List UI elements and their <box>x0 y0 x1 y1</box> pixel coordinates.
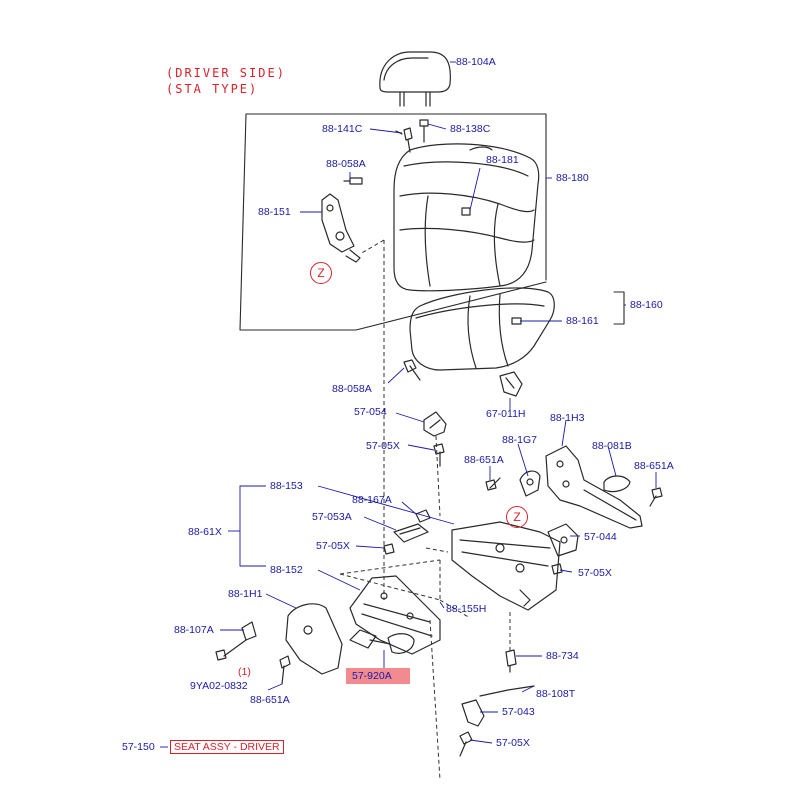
part-label[interactable]: 57-05X <box>366 440 400 452</box>
bolt-734 <box>505 649 517 673</box>
part-label[interactable]: 88-058A <box>332 383 372 395</box>
cover-053a <box>393 523 429 543</box>
part-label[interactable]: 57-054 <box>354 406 387 418</box>
top-bolts <box>395 119 429 153</box>
part-label[interactable]: 88-651A <box>250 694 290 706</box>
part-label[interactable]: 88-167A <box>352 494 392 506</box>
part-label[interactable]: 88-734 <box>546 650 579 662</box>
clip-part <box>499 371 523 397</box>
part-label[interactable]: 88-61X <box>188 526 222 538</box>
part-label[interactable]: 57-043 <box>502 706 535 718</box>
part-label[interactable]: 88-138C <box>450 123 491 135</box>
part-label[interactable]: 57-05X <box>578 567 612 579</box>
cover-043 <box>461 699 485 727</box>
side-panel <box>285 603 343 675</box>
diagram-title-line1: (DRIVER SIDE) <box>166 66 286 80</box>
part-label[interactable]: 67-011H <box>486 408 526 420</box>
knob-081b <box>603 475 631 493</box>
rod-108t <box>479 685 535 697</box>
z-reference-mark: Z <box>310 262 332 284</box>
lower-rail <box>349 575 441 655</box>
bolt-05x-d <box>459 731 473 757</box>
part-label[interactable]: 88-141C <box>322 123 363 135</box>
handle-57-920a <box>349 629 415 654</box>
part-label[interactable]: 88-107A <box>174 624 214 636</box>
part-label[interactable]: 88-108T <box>536 688 576 700</box>
headrest-part <box>379 51 451 107</box>
part-label[interactable]: 88-151 <box>258 206 291 218</box>
part-label[interactable]: 57-044 <box>584 531 617 543</box>
note-marker: (1) <box>238 666 251 678</box>
lever-107a <box>241 621 257 641</box>
part-label[interactable]: 88-104A <box>456 56 496 68</box>
bolt-651a-b <box>649 487 663 507</box>
recliner-part <box>321 177 363 263</box>
part-label[interactable]: 88-161 <box>566 315 599 327</box>
part-label[interactable]: 88-651A <box>464 454 504 466</box>
part-label[interactable]: 88-153 <box>270 480 303 492</box>
part-label[interactable]: 88-651A <box>634 460 674 472</box>
part-label[interactable]: 88-180 <box>556 172 589 184</box>
part-label[interactable]: 88-152 <box>270 564 303 576</box>
z-reference-mark: Z <box>506 506 528 528</box>
part-label[interactable]: 88-155H <box>446 603 487 615</box>
seat-assy-label[interactable]: SEAT ASSY - DRIVER <box>170 740 284 754</box>
part-label[interactable]: 88-058A <box>326 158 366 170</box>
diagram-title-line2: (STA TYPE) <box>166 82 259 96</box>
backrest-cushion <box>393 143 540 292</box>
cover-57-054 <box>423 411 447 437</box>
part-label[interactable]: 88-181 <box>486 154 519 166</box>
backrest-frame-box <box>239 113 547 331</box>
bolt-651a-c <box>279 655 291 685</box>
bolt-05x-a <box>433 443 445 467</box>
part-label[interactable]: 9YA02-0832 <box>190 680 248 692</box>
bolt-mid <box>403 359 421 381</box>
part-label[interactable]: 88-1G7 <box>502 434 538 446</box>
part-label[interactable]: 88-081B <box>592 440 632 452</box>
part-label[interactable]: 57-150 <box>122 741 155 753</box>
highlighted-part-label[interactable]: 57-920A <box>346 668 410 684</box>
cushion-bracket <box>613 291 625 325</box>
part-label[interactable]: 57-05X <box>316 540 350 552</box>
bolt-05x-b <box>383 543 395 555</box>
part-label[interactable]: 88-1H3 <box>550 412 585 424</box>
side-rail-right <box>545 445 643 529</box>
bolt-651a-a <box>485 477 501 491</box>
part-label[interactable]: 57-053A <box>312 511 352 523</box>
seat-adjuster-main <box>451 521 561 611</box>
bolt-05x-c <box>551 563 563 575</box>
bolt-9ya02 <box>215 639 247 661</box>
part-label[interactable]: 57-05X <box>496 737 530 749</box>
part-label[interactable]: 88-1H1 <box>228 588 263 600</box>
part-label[interactable]: 88-160 <box>630 299 663 311</box>
cover-044 <box>547 523 579 557</box>
bolt-167a <box>415 509 431 523</box>
seat-cushion <box>409 287 555 371</box>
lever-88-1g7 <box>519 470 541 497</box>
